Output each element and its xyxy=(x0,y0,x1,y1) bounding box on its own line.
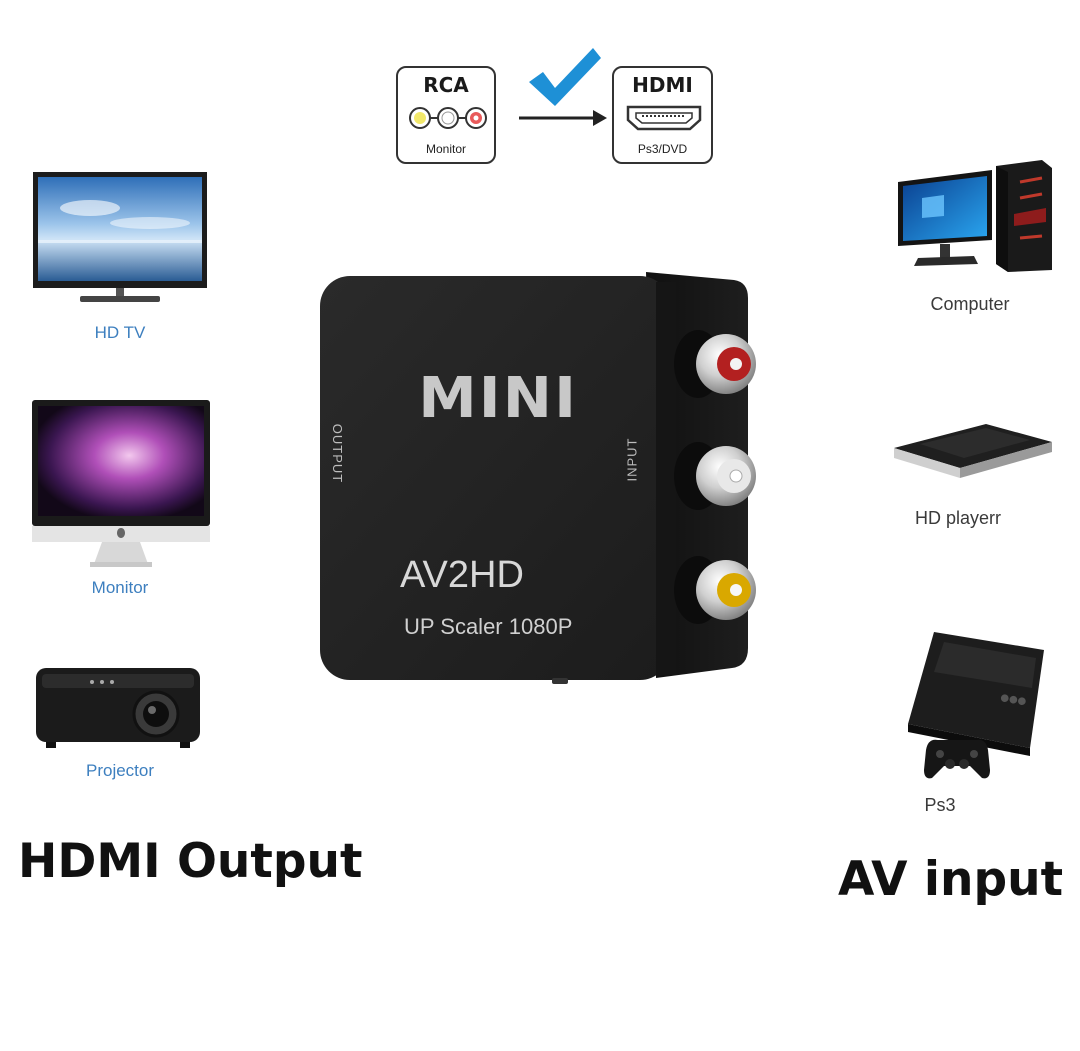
gamepad-icon xyxy=(924,739,990,779)
computer-icon xyxy=(898,160,1052,272)
caption-hdmi-output: HDMI Output xyxy=(18,834,363,889)
hdmi-connector-box: HDMI Ps3/DVD xyxy=(612,66,713,164)
conversion-arrow xyxy=(519,48,607,126)
device-label-hd-tv: HD TV xyxy=(94,323,146,342)
rca-subtitle: Monitor xyxy=(425,142,466,156)
device-label-computer: Computer xyxy=(930,294,1010,314)
device-label-projector: Projector xyxy=(85,761,155,780)
hdmi-title: HDMI xyxy=(632,73,693,97)
product-spec: UP Scaler 1080P xyxy=(404,614,573,639)
projector-icon xyxy=(36,668,200,748)
checkmark-icon xyxy=(529,48,601,106)
rca-connector-box: RCA Monitor xyxy=(396,66,496,164)
arrow-right-icon xyxy=(519,110,607,126)
rca-title: RCA xyxy=(423,73,469,97)
device-label-ps3: Ps3 xyxy=(924,795,956,815)
rca-jack-yellow xyxy=(674,556,756,624)
svg-text:●●●: ●●● xyxy=(999,692,1027,707)
rca-jack-red xyxy=(674,330,756,398)
hd-tv-icon xyxy=(33,172,207,302)
device-label-monitor: Monitor xyxy=(91,578,149,597)
hdmi-port-icon xyxy=(626,105,702,131)
av2hd-adapter-image xyxy=(320,272,756,684)
input-port-label: INPUT xyxy=(624,437,640,482)
monitor-icon xyxy=(32,400,210,567)
device-label-hd-player: HD playerr xyxy=(914,508,1002,528)
rca-plug-icon xyxy=(409,107,487,129)
ps3-console-icon: ●●● xyxy=(908,632,1044,779)
rca-jack-white xyxy=(674,442,756,510)
output-port-label: OUTPUT xyxy=(330,423,346,484)
hd-player-icon xyxy=(894,424,1052,478)
hdmi-subtitle: Ps3/DVD xyxy=(637,142,688,156)
product-brand: MINI xyxy=(418,366,579,431)
caption-av-input: AV input xyxy=(838,852,1064,907)
product-model: AV2HD xyxy=(400,554,524,596)
